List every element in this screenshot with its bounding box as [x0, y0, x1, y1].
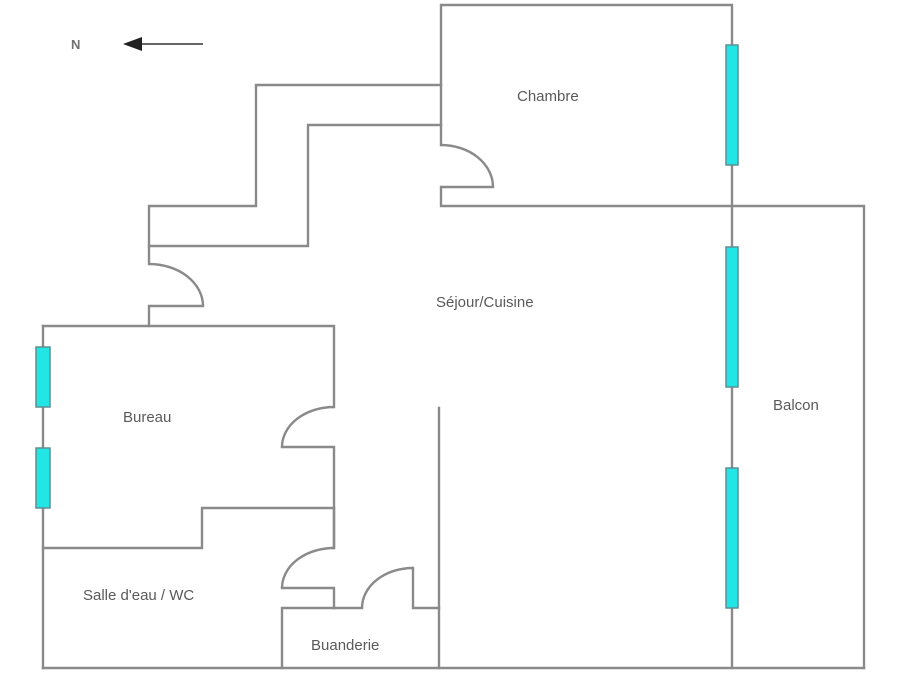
windows	[35, 44, 739, 609]
wall-bureau-right	[280, 445, 336, 550]
wall-bureau-top	[41, 324, 336, 409]
walls	[41, 3, 866, 670]
room-label-salle-eau: Salle d'eau / WC	[83, 587, 194, 604]
door-buanderie	[360, 566, 414, 609]
window-bureau-upper	[35, 346, 51, 408]
wall-chambre-bottom	[439, 185, 734, 208]
door-bureau	[280, 405, 335, 448]
room-labels: Chambre Séjour/Cuisine Balcon Bureau Sal…	[83, 88, 819, 654]
compass: N	[71, 37, 203, 52]
door-entry	[148, 262, 205, 307]
north-label: N	[71, 37, 80, 52]
room-label-bureau: Bureau	[123, 409, 171, 426]
window-bureau-lower	[35, 447, 51, 509]
window-chambre	[725, 44, 739, 166]
doors	[148, 143, 495, 609]
room-label-balcon: Balcon	[773, 397, 819, 414]
wall-chambre	[439, 3, 734, 147]
wall-balcon	[730, 204, 866, 670]
wall-corridor-inner	[147, 123, 443, 248]
wall-entry-jamb	[147, 304, 205, 328]
wall-salle-eau-jamb	[280, 586, 336, 610]
wall-bureau-bottom	[41, 506, 336, 550]
door-chambre	[440, 143, 495, 189]
room-label-buanderie: Buanderie	[311, 637, 379, 654]
wall-buanderie-right	[411, 566, 441, 610]
window-sejour-lower	[725, 467, 739, 609]
north-arrow-icon	[123, 37, 203, 51]
door-salle-eau	[280, 546, 335, 589]
wall-corridor-outer	[147, 83, 443, 266]
room-label-sejour: Séjour/Cuisine	[436, 294, 534, 311]
wall-buanderie	[280, 606, 364, 670]
room-label-chambre: Chambre	[517, 88, 579, 105]
window-sejour-upper	[725, 246, 739, 388]
